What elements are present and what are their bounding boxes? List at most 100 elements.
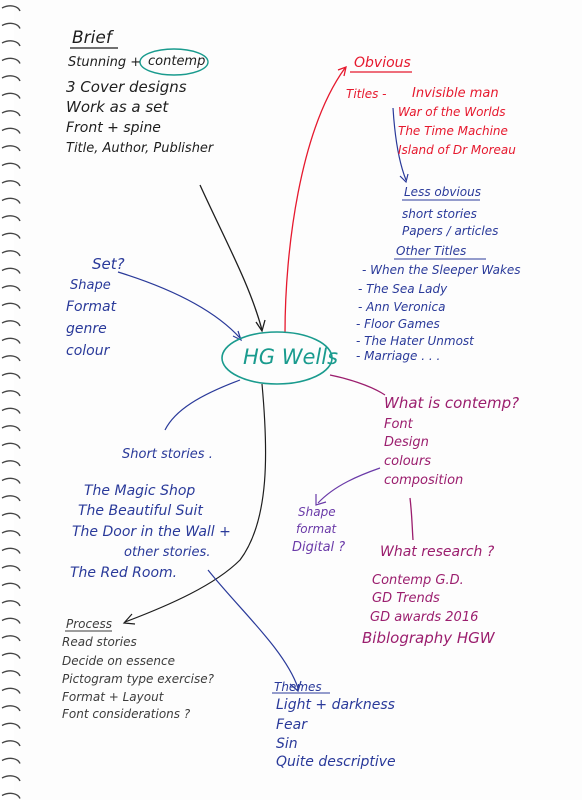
spiral-ring xyxy=(1,197,21,204)
spiral-ring xyxy=(1,180,21,187)
spiral-ring xyxy=(1,740,21,747)
research-line-2: GD Trends xyxy=(372,591,440,606)
less-obvious-line-2: Papers / articles xyxy=(402,224,499,238)
spiral-ring xyxy=(1,215,21,222)
spiral-ring xyxy=(1,22,21,29)
process-heading: Process xyxy=(66,617,112,631)
arrowhead-set xyxy=(232,330,243,342)
spiral-ring xyxy=(1,302,21,309)
themes-heading: Themes xyxy=(274,680,322,694)
spiral-ring xyxy=(1,775,21,782)
other-title-4: - Floor Games xyxy=(356,317,440,331)
spiral-ring xyxy=(1,250,21,257)
connector-contemp xyxy=(329,374,386,396)
spiral-ring xyxy=(1,530,21,537)
spiral-ring xyxy=(1,285,21,292)
connector-themes xyxy=(207,569,299,689)
spiral-ring xyxy=(1,512,21,519)
process-line-4: Format + Layout xyxy=(62,690,164,704)
contemp-circle xyxy=(139,48,209,76)
spiral-ring xyxy=(1,582,21,589)
spiral-ring xyxy=(1,5,21,12)
spiral-ring xyxy=(1,145,21,152)
brief-line-1: 3 Cover designs xyxy=(66,78,187,96)
spiral-ring xyxy=(1,407,21,414)
spiral-rings xyxy=(1,5,21,799)
process-line-5: Font considerations ? xyxy=(62,707,191,721)
spiral-ring xyxy=(1,635,21,642)
obvious-title-3: The Time Machine xyxy=(398,124,508,138)
brief-contemp: contemp xyxy=(148,54,206,69)
process-line-2: Decide on essence xyxy=(62,654,175,668)
connector-set xyxy=(117,271,241,339)
spiral-ring xyxy=(1,460,21,467)
obvious-titles-label: Titles - xyxy=(346,87,387,101)
spiral-ring xyxy=(1,232,21,239)
short-stories-heading: Short stories . xyxy=(122,447,213,462)
spiral-ring xyxy=(1,670,21,677)
spiral-ring xyxy=(1,687,21,694)
connector-short-stories xyxy=(164,379,241,431)
research-line-3: GD awards 2016 xyxy=(370,610,479,625)
other-title-2: - The Sea Lady xyxy=(358,282,448,296)
spiral-ring xyxy=(1,355,21,362)
brief-line-stunning: Stunning + xyxy=(68,55,142,70)
connector-obvious xyxy=(284,67,346,334)
connector-less-obvious xyxy=(392,107,407,181)
arrowhead-shape-format xyxy=(315,494,327,506)
spiral-ring xyxy=(1,372,21,379)
brief-line-2: Work as a set xyxy=(66,98,169,116)
set-line-format: Format xyxy=(66,299,117,315)
contemp-line-colours: colours xyxy=(384,454,432,469)
process-line-1: Read stories xyxy=(62,635,137,649)
set-line-genre: genre xyxy=(66,321,107,337)
research-line-1: Contemp G.D. xyxy=(372,573,464,588)
set-heading: Set? xyxy=(92,255,125,273)
less-obvious-heading: Less obvious xyxy=(404,185,481,199)
spiral-ring xyxy=(1,57,21,64)
other-titles-heading: Other Titles xyxy=(396,244,467,258)
short-story-5: The Red Room. xyxy=(70,565,178,581)
spiral-ring xyxy=(1,320,21,327)
short-story-1: The Magic Shop xyxy=(84,483,196,499)
spiral-ring xyxy=(1,565,21,572)
spiral-ring xyxy=(1,40,21,47)
spiral-ring xyxy=(1,162,21,169)
arrowhead-themes xyxy=(289,680,302,693)
spiral-ring xyxy=(1,547,21,554)
arrowhead-less-obvious xyxy=(399,173,409,184)
spiral-ring xyxy=(1,267,21,274)
spiral-ring xyxy=(1,757,21,764)
brief-heading: Brief xyxy=(72,28,112,48)
connector-process xyxy=(124,383,267,623)
shape-format-line-1: Shape xyxy=(298,505,336,519)
themes-line-3: Sin xyxy=(276,736,298,752)
obvious-title-2: War of the Worlds xyxy=(398,105,506,119)
obvious-title-4: Island of Dr Moreau xyxy=(398,143,516,157)
connector-shape-format xyxy=(317,467,381,504)
process-line-3: Pictogram type exercise? xyxy=(62,672,214,686)
shape-format-line-2: format xyxy=(296,522,337,536)
set-line-shape: Shape xyxy=(70,278,111,293)
set-line-colour: colour xyxy=(66,343,110,359)
themes-line-4: Quite descriptive xyxy=(276,754,396,770)
themes-line-2: Fear xyxy=(276,717,308,733)
shape-format-line-3: Digital ? xyxy=(292,540,346,555)
arrowhead-obvious xyxy=(337,65,347,77)
research-heading: What research ? xyxy=(380,544,495,560)
spiral-ring xyxy=(1,600,21,607)
spiral-ring xyxy=(1,477,21,484)
spiral-ring xyxy=(1,442,21,449)
contemp-line-font: Font xyxy=(384,417,413,432)
spiral-ring xyxy=(1,495,21,502)
contemp-heading: What is contemp? xyxy=(384,394,520,412)
obvious-heading: Obvious xyxy=(354,55,411,71)
center-topic: HG Wells xyxy=(243,345,339,369)
obvious-title-1: Invisible man xyxy=(412,86,499,101)
spiral-ring xyxy=(1,425,21,432)
short-story-4: other stories. xyxy=(124,545,211,560)
paper-sheet xyxy=(14,0,582,800)
spiral-ring xyxy=(1,92,21,99)
spiral-ring xyxy=(1,110,21,117)
